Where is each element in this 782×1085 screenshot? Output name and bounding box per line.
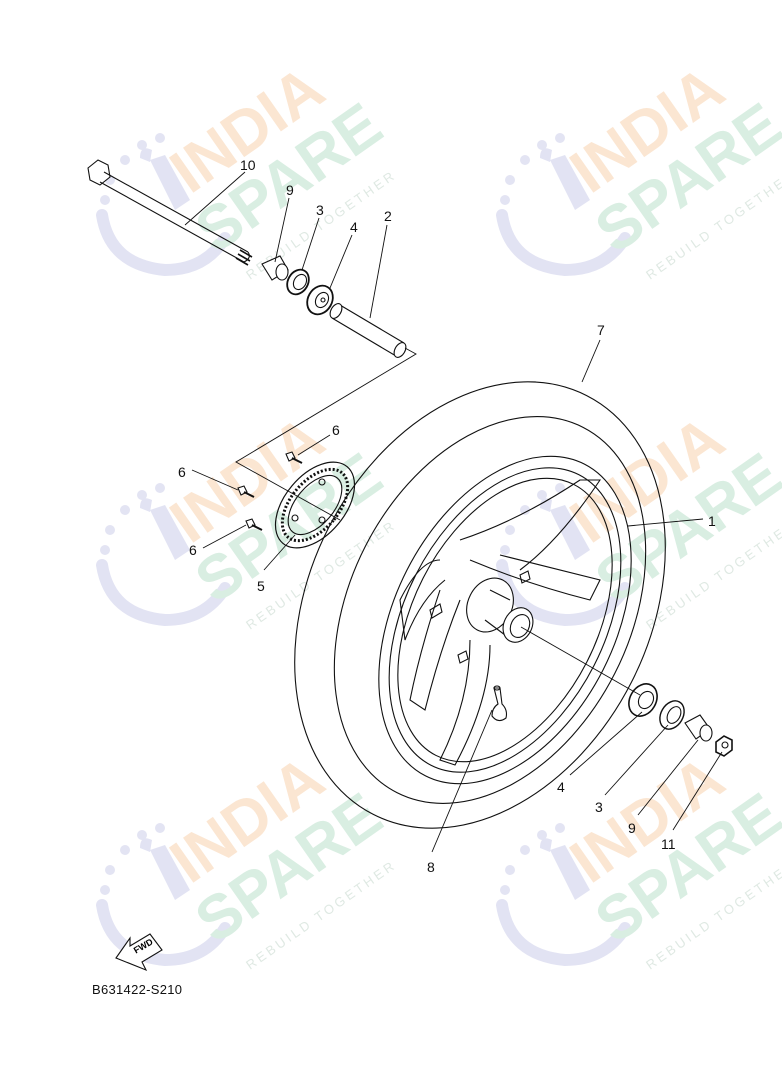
callout-3-bottom: 3 xyxy=(595,799,603,815)
drawing-code: B631422-S210 xyxy=(92,982,183,997)
collar-part-9-top xyxy=(261,255,289,281)
hub xyxy=(466,577,534,643)
fwd-arrow-icon xyxy=(115,933,163,972)
callout-9-top: 9 xyxy=(286,182,294,198)
abs-rotor-part-5 xyxy=(274,461,356,549)
callout-4-top: 4 xyxy=(350,219,358,235)
callout-3-top: 3 xyxy=(316,202,324,218)
callout-11: 11 xyxy=(661,836,676,852)
callout-8: 8 xyxy=(427,859,435,875)
valve-part-8 xyxy=(491,685,508,722)
callout-4-bottom: 4 xyxy=(557,779,565,795)
nut-part-11 xyxy=(715,735,733,757)
callout-9-bottom: 9 xyxy=(628,820,636,836)
rim-part-1 xyxy=(378,455,632,785)
spacer-part-2 xyxy=(329,303,407,358)
callout-2: 2 xyxy=(384,208,392,224)
bearing-part-4-top xyxy=(306,284,334,316)
callout-10-top: 10 xyxy=(240,157,256,173)
oil-seal-part-3-top xyxy=(286,268,310,296)
callout-6-b: 6 xyxy=(178,464,186,480)
oil-seal-part-3-bottom xyxy=(659,700,685,730)
callout-6-c: 6 xyxy=(189,542,197,558)
bolts-part-6 xyxy=(237,451,303,531)
callout-1: 1 xyxy=(708,513,716,529)
leader-lines xyxy=(184,171,723,853)
callout-7: 7 xyxy=(597,322,605,338)
axle-part-10 xyxy=(87,159,253,266)
callout-6-a: 6 xyxy=(332,422,340,438)
bearing-part-4-bottom xyxy=(628,683,658,717)
collar-part-9-bottom xyxy=(684,714,713,742)
callout-5: 5 xyxy=(257,578,265,594)
tire-part-7 xyxy=(294,381,666,829)
